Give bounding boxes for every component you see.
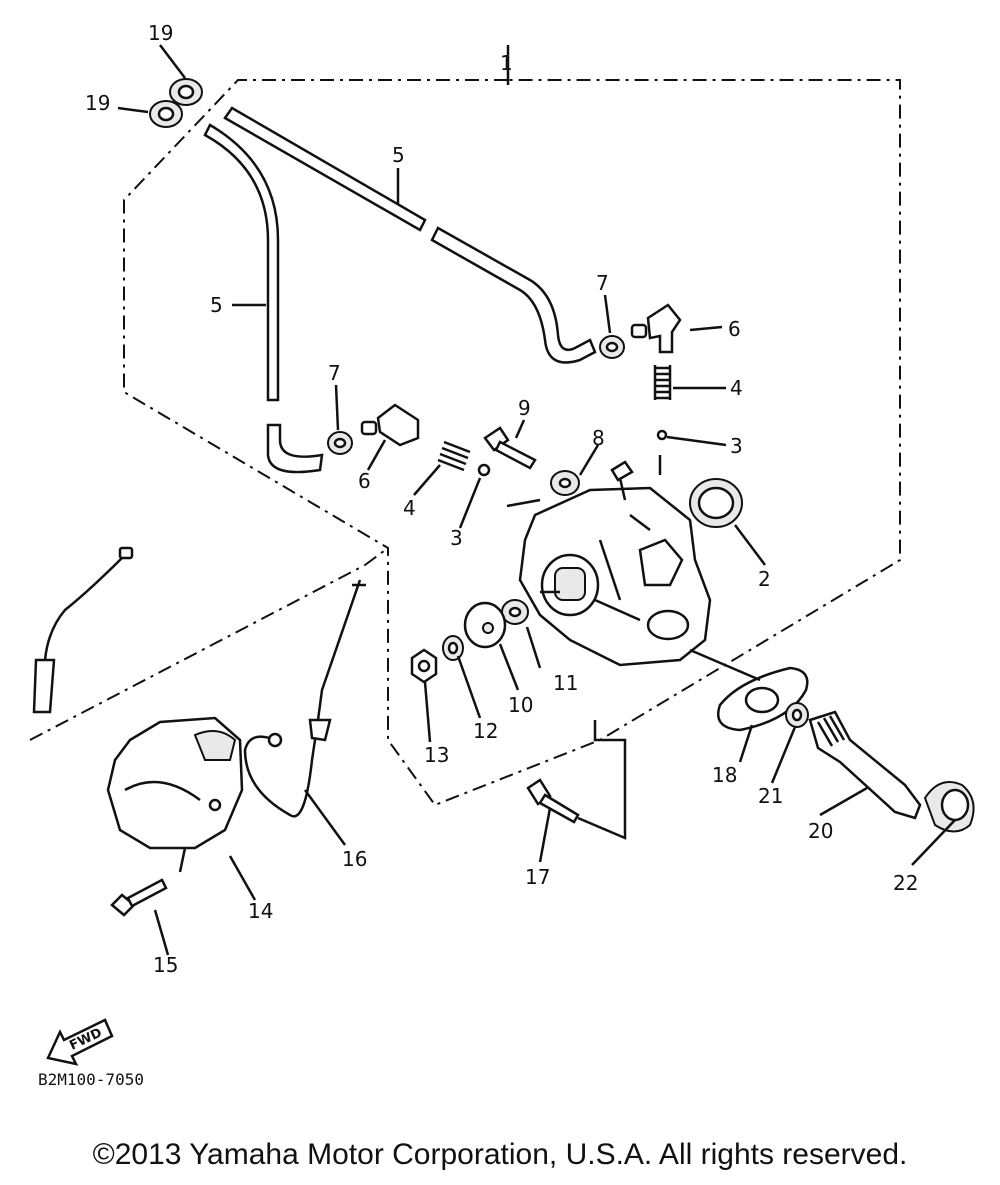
screw-17 [526, 720, 627, 840]
callout-20: 20 [808, 819, 833, 843]
callout-5-upper: 5 [392, 143, 405, 167]
copyright-notice: ©2013 Yamaha Motor Corporation, U.S.A. A… [92, 1138, 908, 1171]
callout-16: 16 [342, 847, 367, 871]
washer-8 [550, 470, 580, 496]
pump-body [518, 455, 712, 667]
oil-seal-2 [689, 478, 743, 528]
clamp-7-right [599, 335, 625, 359]
callout-13: 13 [424, 743, 449, 767]
callout-3-right: 3 [730, 434, 743, 458]
callout-numbers: 1 2 3 3 4 4 5 5 6 6 7 7 8 9 10 11 12 13 … [85, 21, 918, 977]
washer-11 [501, 599, 529, 625]
callout-5-left: 5 [210, 293, 223, 317]
callout-8: 8 [592, 426, 605, 450]
callout-6-right: 6 [728, 317, 741, 341]
callout-12: 12 [473, 719, 498, 743]
callout-18: 18 [712, 763, 737, 787]
callout-6-left: 6 [358, 469, 371, 493]
callout-3-left: 3 [450, 526, 463, 550]
diagram-code: B2M100-7050 [38, 1070, 144, 1089]
callout-17: 17 [525, 865, 550, 889]
fwd-arrow-icon: FWD [46, 1018, 114, 1066]
callout-21: 21 [758, 784, 783, 808]
cable-16 [243, 579, 366, 818]
callout-4-left: 4 [403, 496, 416, 520]
leader-lines [117, 44, 956, 956]
callout-11: 11 [553, 671, 578, 695]
hose-5-left [203, 123, 324, 474]
callout-19-upper: 19 [148, 21, 173, 45]
cap-19-upper [169, 78, 203, 106]
nut-13 [410, 648, 438, 684]
callout-4-right: 4 [730, 376, 743, 400]
spring-4-left [437, 440, 471, 472]
callout-15: 15 [153, 953, 178, 977]
callout-9: 9 [518, 396, 531, 420]
elbow-fitting-6-left [360, 403, 420, 447]
assembly-boundary [29, 45, 901, 807]
bolt-9 [483, 426, 537, 470]
callout-22: 22 [893, 871, 918, 895]
clamp-7-left [327, 431, 353, 455]
washer-21 [785, 702, 809, 728]
hose-5-upper [223, 106, 597, 364]
shaft-20 [808, 710, 922, 820]
callout-14: 14 [248, 899, 273, 923]
callout-10: 10 [508, 693, 533, 717]
callout-1: 1 [500, 51, 513, 75]
elbow-fitting-6-right [630, 303, 682, 354]
ball-3-right [656, 429, 668, 441]
bolt-15 [110, 878, 168, 917]
cable-left [32, 546, 134, 714]
callout-19-lower: 19 [85, 91, 110, 115]
cap-19-lower [149, 100, 183, 128]
ball-3-left [477, 463, 491, 477]
callout-2: 2 [758, 567, 771, 591]
cap-22 [923, 781, 975, 833]
washer-12 [442, 635, 464, 661]
callout-7-left: 7 [328, 361, 341, 385]
plate-10 [463, 601, 507, 649]
spring-4-right [653, 365, 672, 400]
cover-14 [106, 716, 244, 873]
callout-7-right: 7 [596, 271, 609, 295]
